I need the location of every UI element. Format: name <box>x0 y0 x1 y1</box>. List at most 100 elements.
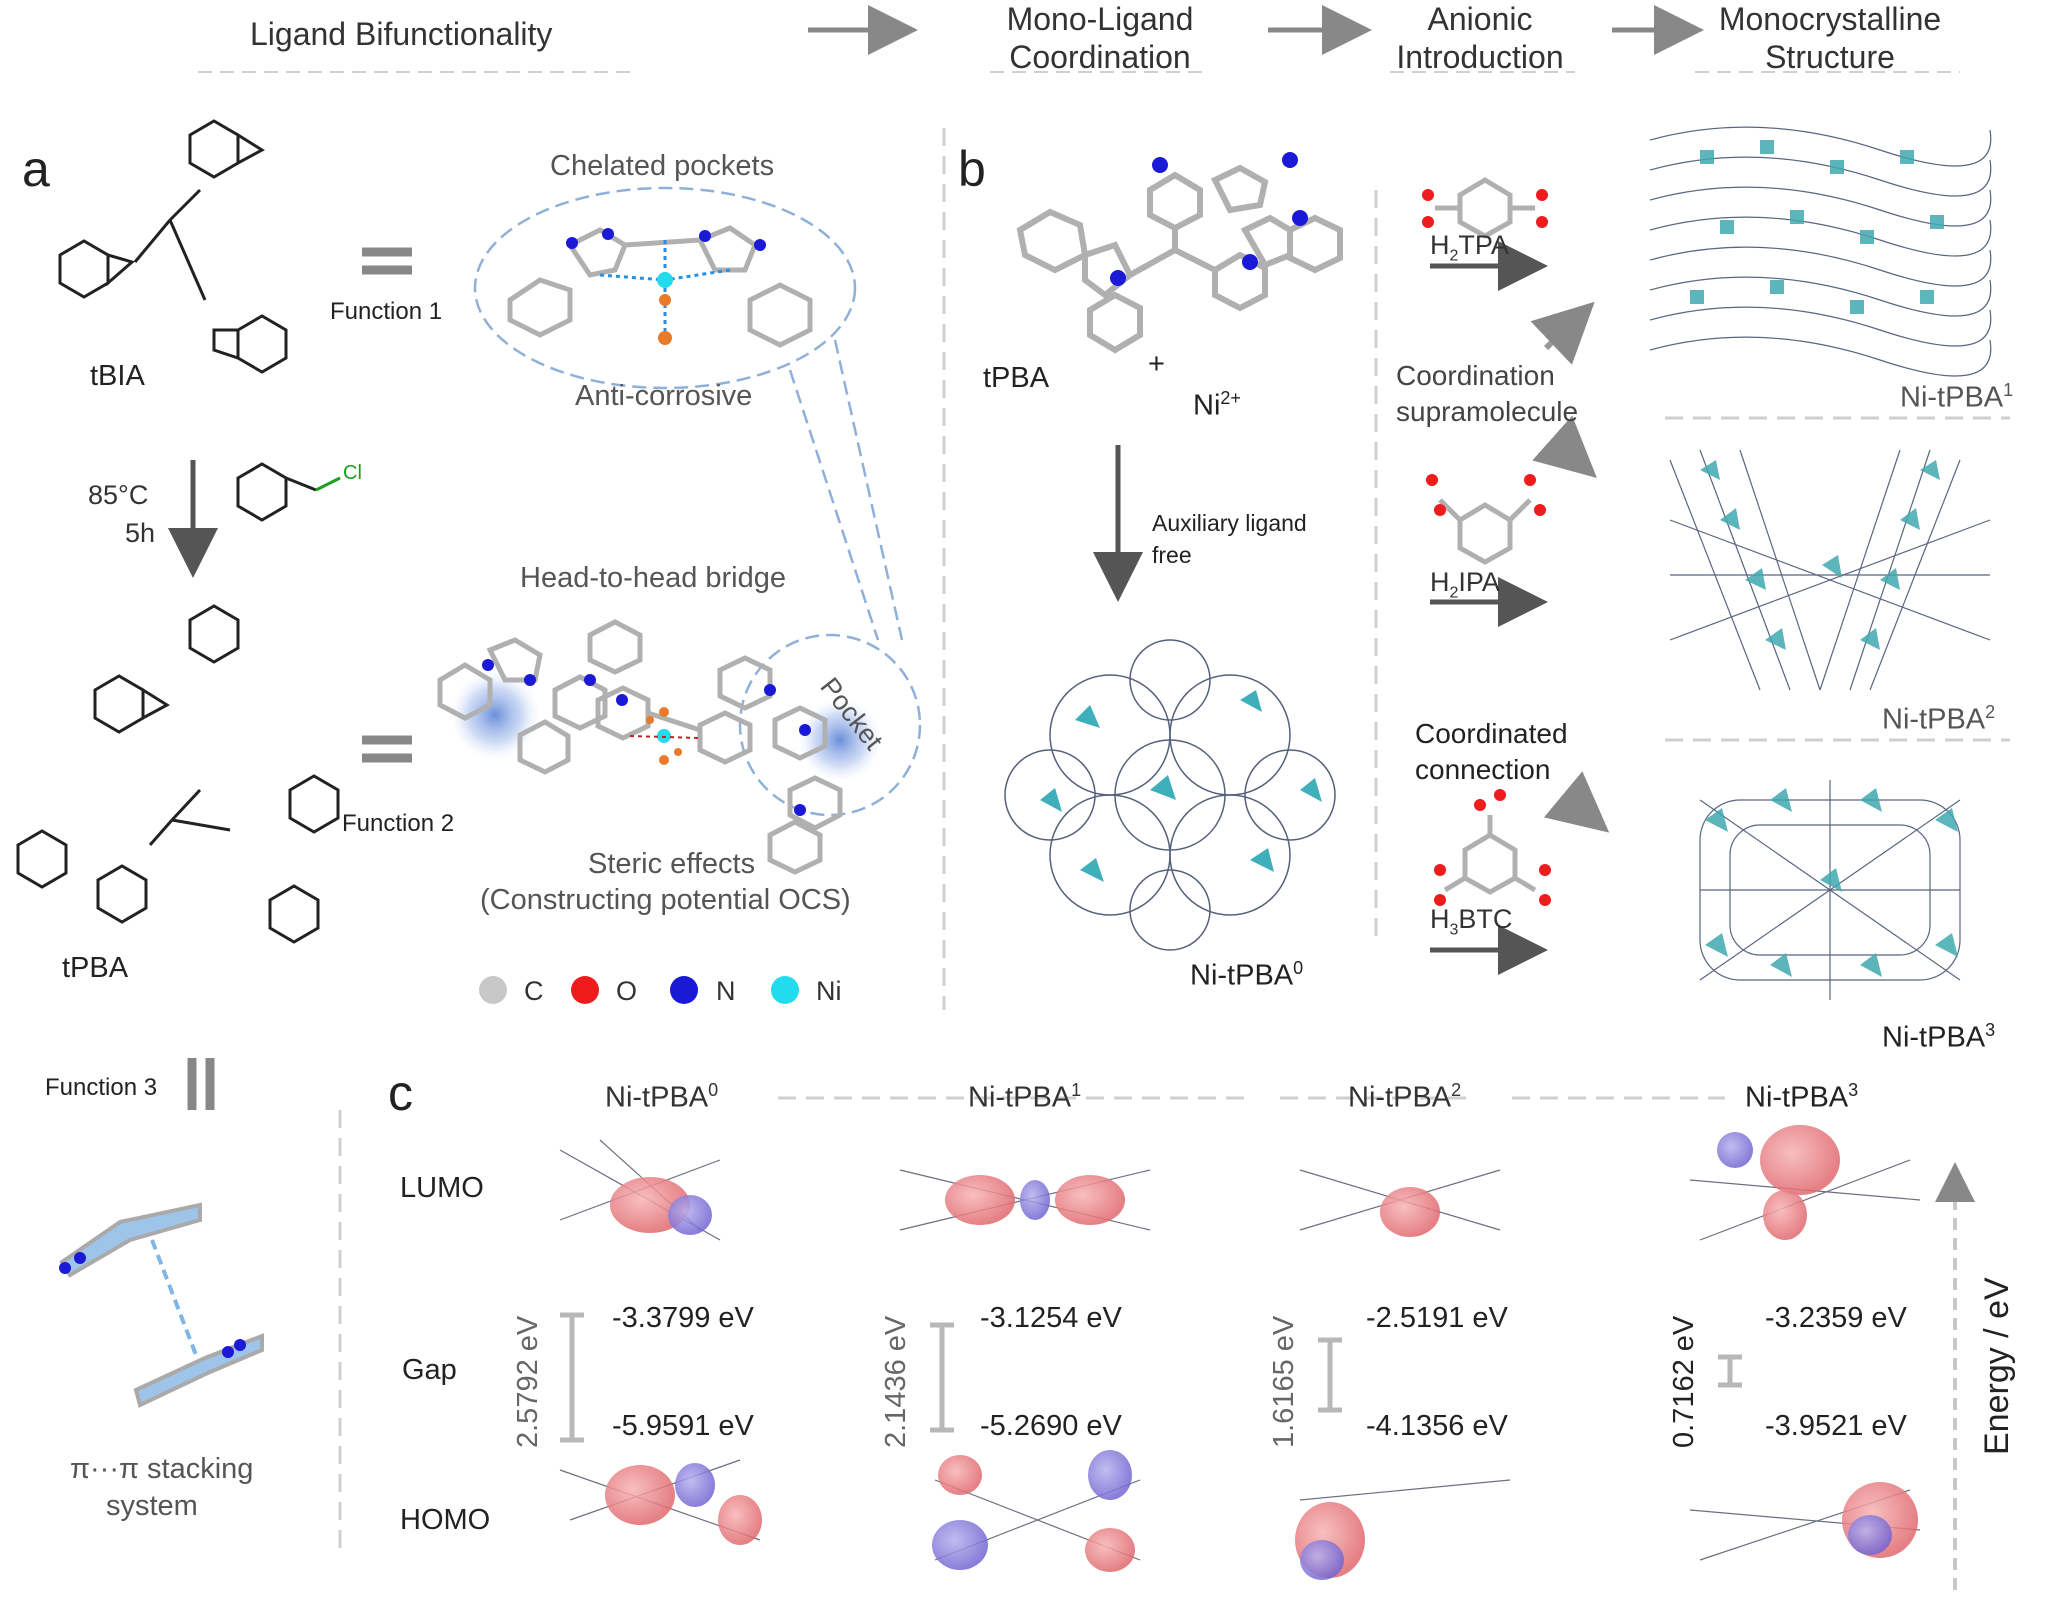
atom-legend-markers <box>479 976 799 1004</box>
h3btc-molecule <box>1443 815 1537 895</box>
anion-arrows <box>1430 241 1548 975</box>
col-title-1: Ni-tPBA1 <box>968 1080 1081 1115</box>
lumo-energy-0: -3.3799 eV <box>612 1302 754 1334</box>
aux-ligand-free: free <box>1152 542 1192 568</box>
col-title-1-sup: 1 <box>1071 1080 1082 1100</box>
col-title-2-base: Ni-tPBA <box>1348 1081 1452 1114</box>
legend-label-n: N <box>716 976 736 1006</box>
ni-ion-charge: 2+ <box>1220 388 1241 408</box>
h2tpa-label: H2TPA <box>1430 230 1509 265</box>
panel-dividers <box>338 128 2010 1555</box>
connection-label: connection <box>1415 754 1551 785</box>
tpba-label-b: tPBA <box>983 362 1050 394</box>
tbia-label: tBIA <box>90 360 145 392</box>
function-3-label: Function 3 <box>45 1074 158 1101</box>
coordinated-label: Coordinated <box>1415 718 1568 749</box>
panel-c-letter: c <box>388 1065 413 1121</box>
h2ipa-molecule <box>1438 498 1532 565</box>
col-title-3-base: Ni-tPBA <box>1745 1081 1849 1114</box>
header-step-3: Anionic Introduction <box>1396 1 1564 75</box>
chloride-label: Cl <box>343 462 362 484</box>
gap-value-2: 1.6165 eV <box>1268 1315 1300 1448</box>
ni-tpba2-label: Ni-tPBA2 <box>1882 702 1995 737</box>
h3btc-rest: BTC <box>1458 904 1513 934</box>
h2ipa-label: H2IPA <box>1430 567 1500 602</box>
col-title-1-base: Ni-tPBA <box>968 1081 1072 1114</box>
supramolecule-label: supramolecule <box>1396 396 1579 427</box>
pocket-connector <box>788 339 904 641</box>
ni-tpba3-base: Ni-tPBA <box>1882 1021 1986 1054</box>
h3btc-sub: 3 <box>1449 921 1459 939</box>
pi-stacking-sub: system <box>106 1490 198 1522</box>
h3btc-label: H3BTC <box>1430 904 1512 939</box>
h2ipa-sub: 2 <box>1449 584 1459 602</box>
gap-value-0: 2.5792 eV <box>512 1315 544 1448</box>
homo-energy-0: -5.9591 eV <box>612 1410 754 1442</box>
ni-tpba3-label: Ni-tPBA3 <box>1882 1020 1995 1055</box>
ni-tpba3-sup: 3 <box>1985 1020 1996 1040</box>
legend-label-ni: Ni <box>816 976 842 1006</box>
col-title-0: Ni-tPBA0 <box>605 1080 718 1115</box>
ni-ion-label: Ni2+ <box>1193 388 1241 423</box>
row-lumo-label: LUMO <box>400 1172 484 1204</box>
equals-1 <box>362 247 412 275</box>
aux-ligand-label: Auxiliary ligand <box>1152 510 1307 536</box>
h2tpa-rest: TPA <box>1458 230 1509 260</box>
chelated-pocket-ellipse <box>473 186 857 390</box>
tpba-n-atoms <box>1110 152 1308 286</box>
header-step-1: Ligand Bifunctionality <box>250 16 553 52</box>
col-title-3-sup: 3 <box>1848 1080 1859 1100</box>
legend-label-o: O <box>616 976 638 1006</box>
anti-corrosive-label: Anti-corrosive <box>575 380 753 412</box>
plus-sign: + <box>1148 348 1165 380</box>
homo-energy-1: -5.2690 eV <box>980 1410 1122 1442</box>
h2tpa-sub: 2 <box>1449 247 1459 265</box>
header-step-2: Mono-Ligand Coordination <box>1006 1 1194 75</box>
col-title-0-sup: 0 <box>708 1080 719 1100</box>
header-step-4: Monocrystalline Structure <box>1718 1 1942 75</box>
pocket-circle <box>738 633 922 817</box>
lumo-energy-2: -2.5191 eV <box>1366 1302 1508 1334</box>
reaction-time: 5h <box>125 518 156 548</box>
lumo-energy-1: -3.1254 eV <box>980 1302 1122 1334</box>
steric-effects-sub: (Constructing potential OCS) <box>480 884 851 916</box>
ni-tpba1-crystal <box>1649 126 1992 377</box>
ni-tpba0-base: Ni-tPBA <box>1190 959 1294 992</box>
head-to-head-label: Head-to-head bridge <box>520 562 787 594</box>
h2ipa-h: H <box>1430 567 1450 597</box>
lumo-energy-3: -3.2359 eV <box>1765 1302 1907 1334</box>
gap-value-1: 2.1436 eV <box>880 1315 912 1448</box>
orbital-graphics <box>559 1125 1921 1580</box>
panel-b-letter: b <box>958 141 986 197</box>
equals-2 <box>362 735 412 763</box>
ni-tpba0-label: Ni-tPBA0 <box>1190 958 1303 993</box>
tpba-ball-stick <box>1016 164 1343 354</box>
ni-tpba0-framework <box>1004 639 1336 951</box>
legend-label-c: C <box>524 976 544 1006</box>
homo-energy-3: -3.9521 eV <box>1765 1410 1907 1442</box>
col-title-2: Ni-tPBA2 <box>1348 1080 1461 1115</box>
chelated-molecule <box>507 225 813 348</box>
picolyl-chloride <box>236 462 341 522</box>
coordination-label: Coordination <box>1396 360 1555 391</box>
ni-tpba1-base: Ni-tPBA <box>1900 381 2004 414</box>
function-2-label: Function 2 <box>342 810 455 837</box>
h3btc-h: H <box>1430 904 1450 934</box>
col-title-2-sup: 2 <box>1451 1080 1462 1100</box>
energy-axis-label: Energy / eV <box>1978 1277 2016 1455</box>
chelated-pockets-label: Chelated pockets <box>550 150 775 182</box>
tpba-structure <box>16 604 340 944</box>
tpba-label-a: tPBA <box>62 952 129 984</box>
bridge-molecule <box>437 619 843 875</box>
bridge-n-atoms <box>482 659 811 816</box>
h2tpa-h: H <box>1430 230 1450 260</box>
gap-bars <box>560 1312 1742 1443</box>
steric-effects-label: Steric effects <box>588 848 756 880</box>
col-title-3: Ni-tPBA3 <box>1745 1080 1858 1115</box>
h2tpa-molecule <box>1435 177 1535 239</box>
ni-tpba3-crystal <box>1699 780 1961 1000</box>
col-title-0-base: Ni-tPBA <box>605 1081 709 1114</box>
ni-tpba2-base: Ni-tPBA <box>1882 703 1986 736</box>
tbia-structure <box>58 119 288 374</box>
ni-ion-base: Ni <box>1193 389 1221 422</box>
